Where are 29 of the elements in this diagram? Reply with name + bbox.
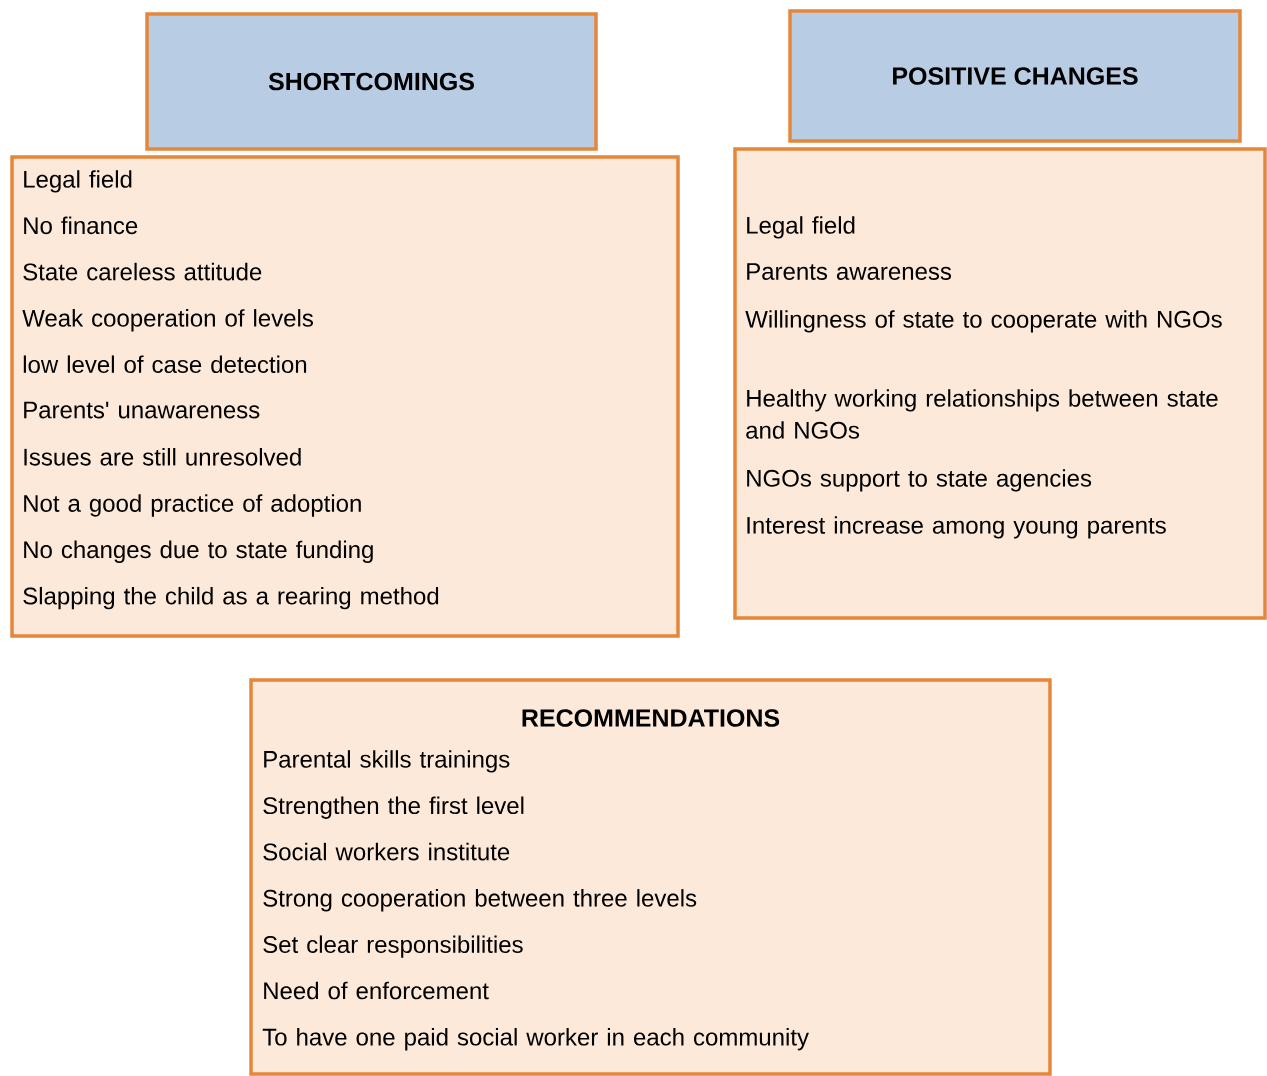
list-item: No finance [24,216,138,235]
list-item: Parents awareness [747,263,952,280]
list-item: Need of enforcement [264,981,489,1000]
list-item: Interest increase among young parents [747,516,1166,539]
list-item: Parental skills trainings [264,750,510,773]
list-item: Set clear responsibilities [263,935,523,958]
list-box [249,678,1052,1076]
list-item: To have one paid social worker in each community [262,1028,809,1051]
list-item: Strengthen the first level [263,796,524,819]
list-item: Healthy working relationships between state and NGOs [746,389,1218,439]
list-item: Strong cooperation between three levels [263,889,697,912]
list-item: low level of case detection [23,355,307,374]
list-item: Slapping the child as a rearing method [23,586,439,610]
list-item: Social workers institute [263,842,510,861]
list-item: Willingness of state to cooperate with NGOs [745,310,1222,333]
list-box [10,155,680,638]
box-heading: RECOMMENDATIONS [522,709,780,727]
list-item: Legal field [24,170,132,193]
list-item: Not a good practice of adoption [24,494,361,517]
list-item: Issues are still unresolved [24,448,301,466]
list-item: State careless attitude [23,262,262,281]
list-item: No changes due to state funding [24,540,373,563]
list-box [733,147,1267,620]
list-item: Legal field [747,216,855,239]
list-item: Weak cooperation of levels [22,309,313,332]
list-item: NGOs support to state agencies [747,469,1092,492]
header-box: SHORTCOMINGS [145,12,598,151]
list-item: Parents' unawareness [24,401,260,419]
header-box: POSITIVE CHANGES [788,9,1242,143]
